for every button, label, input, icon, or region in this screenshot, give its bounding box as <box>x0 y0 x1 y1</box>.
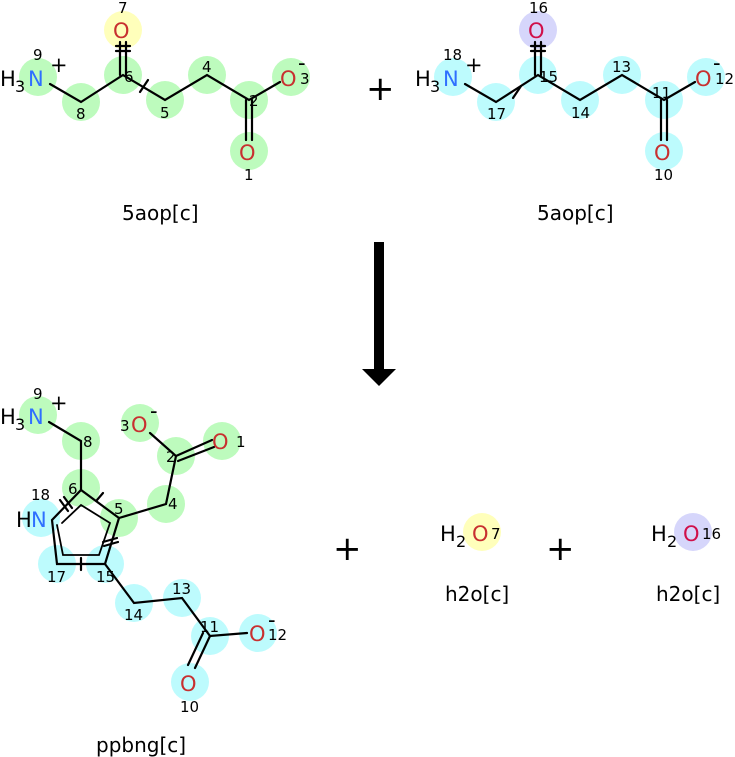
oxygen-label: O <box>239 141 256 165</box>
bonds <box>463 40 697 142</box>
h-label: H <box>440 522 456 546</box>
nitrogen-label: N <box>443 67 459 91</box>
subscript: 2 <box>667 532 677 551</box>
atom-number: 15 <box>96 568 115 586</box>
molecule-name: 5aop[c] <box>537 201 614 225</box>
oxygen-label: O <box>695 67 712 91</box>
atom-highlight-o7 <box>463 513 501 551</box>
bonds <box>47 420 249 670</box>
atom-number: 16 <box>529 0 548 17</box>
atom-number: 3 <box>300 70 310 88</box>
plus-sign: + <box>333 529 362 569</box>
oxygen-label: O <box>249 622 266 646</box>
product-ppbng: H 3 N + H N O - O O - O 9 8 6 18 5 4 2 3… <box>0 385 287 757</box>
nitrogen-label: N <box>31 508 47 532</box>
charge-plus: + <box>50 53 68 77</box>
subscript: 3 <box>15 77 25 96</box>
subscript: 3 <box>430 77 440 96</box>
charge-plus: + <box>50 391 68 415</box>
atom-number: 13 <box>612 58 631 76</box>
atom-number: 17 <box>47 568 66 586</box>
atom-numbers: 9 8 6 18 5 4 2 3 1 17 15 14 13 11 12 10 <box>31 385 287 716</box>
reaction-arrow <box>362 242 396 386</box>
atom-number: 10 <box>180 698 199 716</box>
atom-number: 2 <box>166 448 176 466</box>
h-label: H <box>415 67 431 91</box>
atom-number: 7 <box>491 525 501 543</box>
atom-number: 10 <box>654 166 673 184</box>
atom-number: 9 <box>33 46 43 64</box>
oxygen-label: O <box>180 672 197 696</box>
atom-number: 17 <box>487 105 506 123</box>
atom-number: 18 <box>31 486 50 504</box>
oxygen-label: O <box>528 19 545 43</box>
reactant-5aop-1: H 3 N + O O - O 9 8 6 7 5 4 2 3 1 5aop[c… <box>0 0 310 225</box>
molecule-name: h2o[c] <box>445 582 509 606</box>
atom-number: 1 <box>236 433 246 451</box>
atom-highlight-o16 <box>519 11 557 49</box>
atom-number: 2 <box>249 92 259 110</box>
atom-number: 12 <box>715 70 734 88</box>
product-h2o-2: H 2 O 16 h2o[c] <box>651 513 721 606</box>
atom-number: 16 <box>702 525 721 543</box>
h-label: H <box>0 405 16 429</box>
nitrogen-label: N <box>28 67 44 91</box>
subscript: 2 <box>456 532 466 551</box>
atom-highlight-o7 <box>104 11 142 49</box>
atom-number: 13 <box>172 580 191 598</box>
atom-number: 11 <box>200 618 219 636</box>
atom-number: 6 <box>68 480 78 498</box>
oxygen-label: O <box>472 522 489 546</box>
atom-number: 4 <box>202 58 212 76</box>
h-label: H <box>651 522 667 546</box>
atom-numbers: 18 17 15 16 14 13 11 12 10 <box>443 0 734 184</box>
charge-minus: - <box>298 51 306 75</box>
atom-number: 5 <box>160 104 170 122</box>
h-label: H <box>16 508 32 532</box>
atom-number: 18 <box>443 46 462 64</box>
plus-sign: + <box>546 529 575 569</box>
atom-highlights <box>434 56 725 170</box>
atom-number: 8 <box>83 433 93 451</box>
charge-minus: - <box>150 399 158 423</box>
atom-numbers: 9 8 6 7 5 4 2 3 1 <box>33 0 310 184</box>
atom-number: 6 <box>124 68 134 86</box>
atom-number: 1 <box>244 166 254 184</box>
subscript: 3 <box>15 415 25 434</box>
bonds <box>48 40 282 142</box>
atom-highlight-o16 <box>674 513 712 551</box>
oxygen-label: O <box>280 67 297 91</box>
atom-number: 8 <box>76 105 86 123</box>
charge-plus: + <box>465 53 483 77</box>
nitrogen-label: N <box>28 405 44 429</box>
atom-number: 3 <box>120 417 130 435</box>
atom-number: 4 <box>168 495 178 513</box>
atom-number: 7 <box>118 0 128 17</box>
molecule-name: 5aop[c] <box>122 201 199 225</box>
oxygen-label: O <box>131 413 148 437</box>
plus-sign: + <box>366 69 395 109</box>
oxygen-label: O <box>654 141 671 165</box>
h-label: H <box>0 67 16 91</box>
oxygen-label: O <box>683 522 700 546</box>
product-h2o-1: H 2 O 7 h2o[c] <box>440 513 509 606</box>
oxygen-label: O <box>113 19 130 43</box>
atom-number: 5 <box>114 500 124 518</box>
atom-highlights-cyan <box>22 499 277 701</box>
reactant-5aop-2: H 3 N + O O - O 18 17 15 16 14 13 11 12 … <box>415 0 734 225</box>
charge-minus: - <box>713 51 721 75</box>
atom-number: 11 <box>652 84 671 102</box>
oxygen-label: O <box>212 430 229 454</box>
charge-minus: - <box>268 608 276 632</box>
molecule-name: ppbng[c] <box>96 733 186 757</box>
molecule-name: h2o[c] <box>656 582 720 606</box>
atom-number: 15 <box>539 68 558 86</box>
atom-number: 12 <box>268 626 287 644</box>
atom-number: 14 <box>571 104 590 122</box>
atom-number: 9 <box>33 385 43 403</box>
atom-number: 14 <box>124 606 143 624</box>
